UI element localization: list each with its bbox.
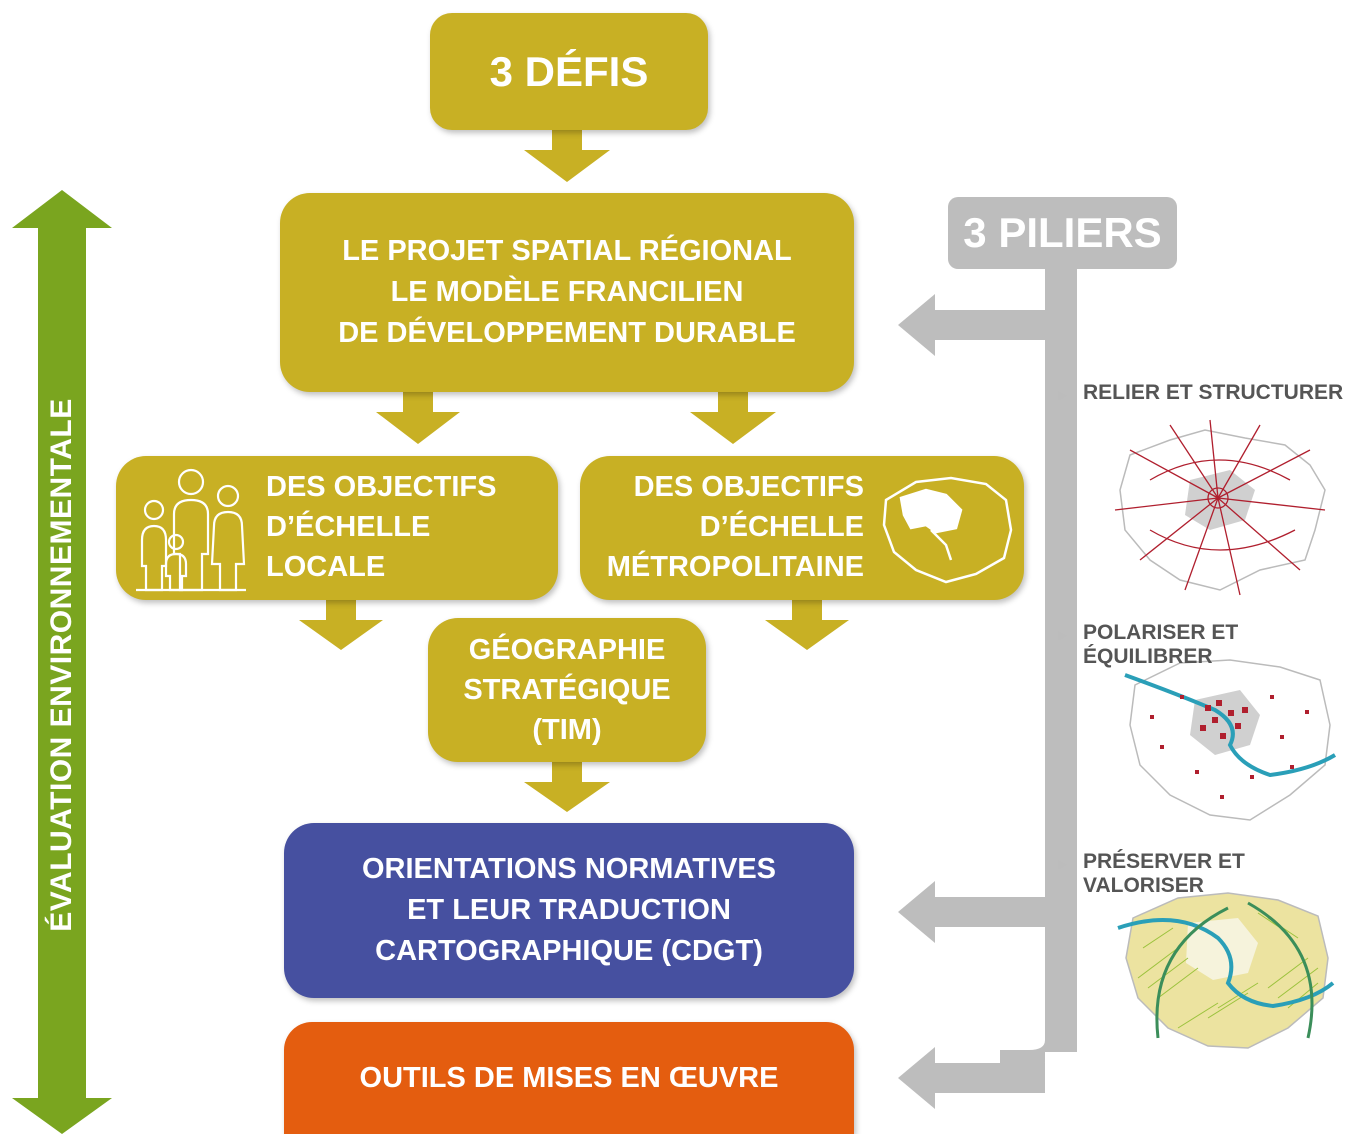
orientations-line-2: ET LEUR TRADUCTION [407,894,731,926]
piliers-title: 3 PILIERS [963,209,1162,256]
pilier-2-label: POLARISER ET ÉQUILIBRER [1083,621,1239,668]
outils-box: OUTILS DE MISES EN ŒUVRE [284,1022,854,1134]
projet-line-2: LE MODÈLE FRANCILIEN [390,276,744,308]
projet-line-3: DE DÉVELOPPEMENT DURABLE [338,317,796,349]
pilier-3-label: PRÉSERVER ET VALORISER [1083,850,1245,897]
pilier-3-marker-icon: ▶ [1058,857,1068,871]
geographie-box: GÉOGRAPHIE STRATÉGIQUE (TIM) [428,618,706,762]
family-icon [132,464,250,603]
arrow-defis-to-projet [524,130,610,182]
locale-line-1: DES OBJECTIFS [266,471,497,503]
poles-map-icon [1124,659,1337,821]
arrow-projet-to-metro [690,392,776,444]
pilier-2-marker-icon: ▶ [1058,628,1068,642]
network-map-icon [1114,419,1326,596]
outils-label: OUTILS DE MISES EN ŒUVRE [359,1061,779,1094]
evaluation-label: ÉVALUATION ENVIRONNEMENTALE [45,398,78,932]
green-map-icon [1117,892,1335,1049]
metro-line-3: MÉTROPOLITAINE [606,551,864,583]
evaluation-double-arrow [12,190,112,1134]
arrow-piliers-to-orientations [898,881,1045,943]
locale-line-2: D’ÉCHELLE [266,511,431,543]
pilier-1-marker-icon: ▶ [1058,388,1068,402]
metro-line-2: D’ÉCHELLE [699,511,864,543]
arrow-locale-down [299,600,383,650]
geo-line-3: (TIM) [532,714,602,746]
objectifs-locale-box: DES OBJECTIFS D’ÉCHELLE LOCALE [116,456,558,600]
piliers-connector [898,262,1077,1109]
objectifs-metro-box: DES OBJECTIFS D’ÉCHELLE MÉTROPOLITAINE [580,456,1024,600]
flow-arrows [299,130,849,812]
region-map-icon [876,470,1016,597]
defis-box: 3 DÉFIS [430,13,708,130]
arrow-piliers-to-projet [898,294,1045,356]
defis-label: 3 DÉFIS [489,47,649,95]
piliers-title-box: 3 PILIERS [948,197,1177,269]
metro-line-1: DES OBJECTIFS [633,471,864,503]
orientations-line-3: CARTOGRAPHIQUE (CDGT) [375,935,763,967]
arrow-metro-down [765,600,849,650]
orientations-line-1: ORIENTATIONS NORMATIVES [361,853,777,885]
projet-line-1: LE PROJET SPATIAL RÉGIONAL [342,235,792,267]
geo-line-2: STRATÉGIQUE [463,674,671,706]
pilier-1-label: RELIER ET STRUCTURER [1083,381,1344,404]
projet-box: LE PROJET SPATIAL RÉGIONAL LE MODÈLE FRA… [280,193,854,392]
arrow-projet-to-locale [376,392,460,444]
orientations-box: ORIENTATIONS NORMATIVES ET LEUR TRADUCTI… [284,823,854,998]
geo-line-1: GÉOGRAPHIE [468,634,666,666]
arrow-piliers-to-outils [898,1047,1045,1109]
locale-line-3: LOCALE [266,551,386,583]
arrow-geo-to-orientations [524,762,610,812]
